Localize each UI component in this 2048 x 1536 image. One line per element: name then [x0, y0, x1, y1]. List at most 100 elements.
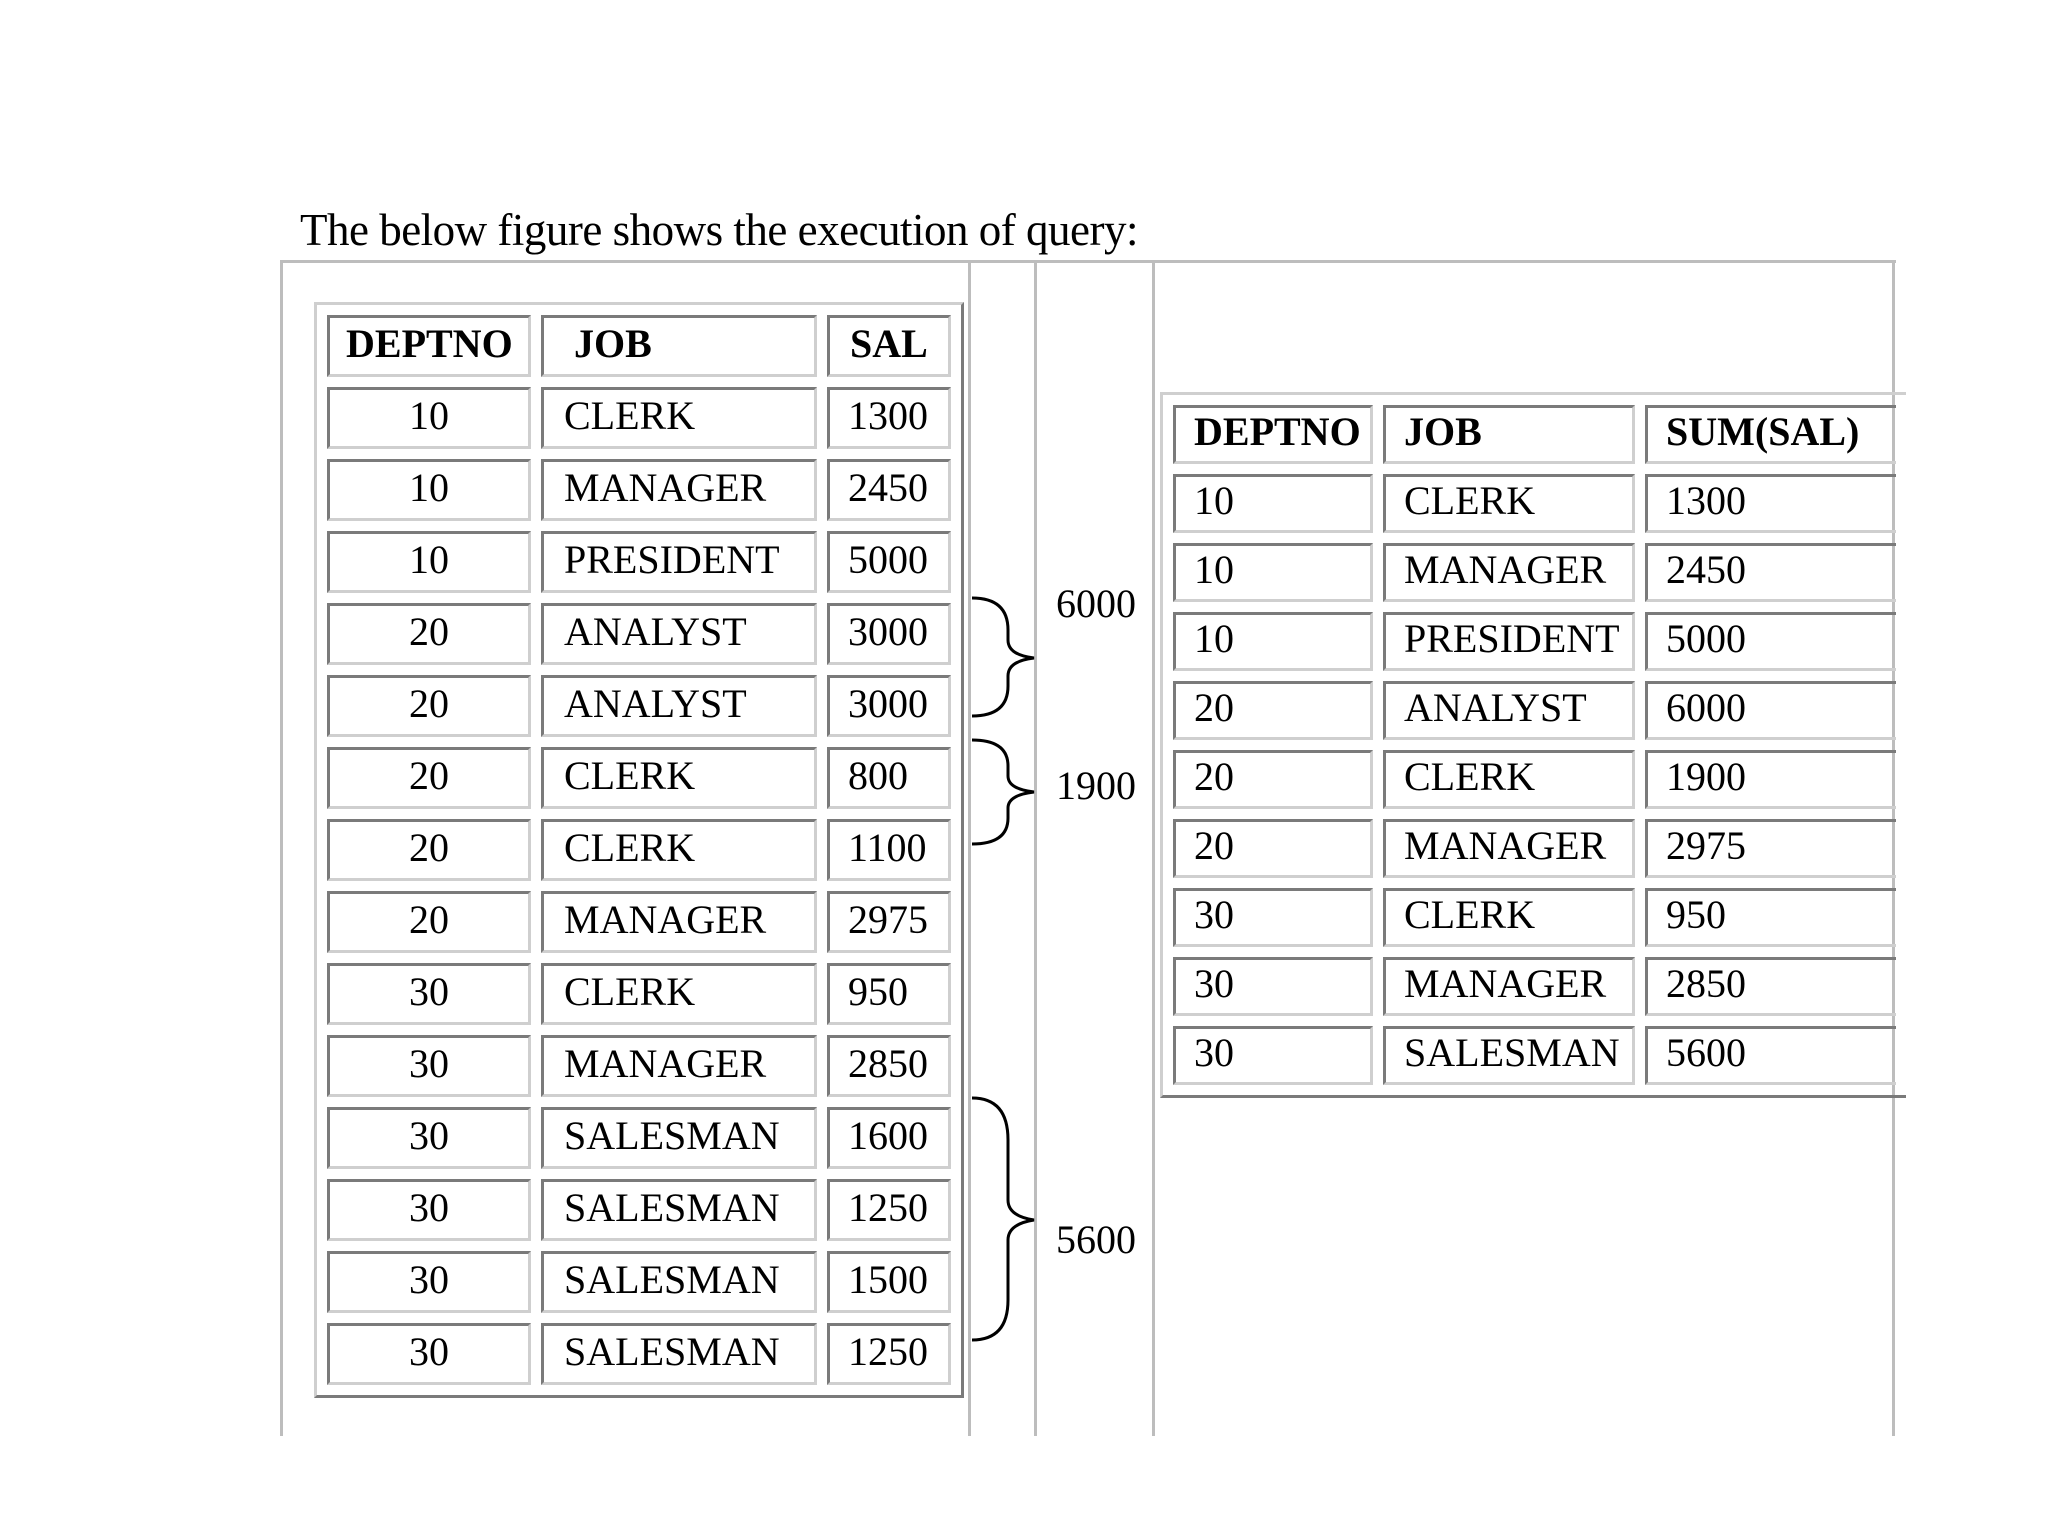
result-table-row-job-cell: SALESMAN: [1383, 1026, 1635, 1085]
source-table-row-deptno-cell: 30: [327, 1107, 531, 1169]
result-table-row-job-cell: ANALYST: [1383, 681, 1635, 740]
source-table-row-deptno-cell: 30: [327, 1179, 531, 1241]
result-table-row-value-cell: 2850: [1645, 957, 1896, 1016]
result-table-row-job-cell: MANAGER: [1383, 819, 1635, 878]
result-table-row-job-cell: MANAGER: [1383, 543, 1635, 602]
frame-right-line: [1892, 260, 1895, 1436]
result-table-row-deptno-cell: 30: [1173, 957, 1373, 1016]
source-table-row-deptno-cell: 20: [327, 891, 531, 953]
result-table-row-value-cell: 5000: [1645, 612, 1896, 671]
source-table-row-job-cell: SALESMAN: [541, 1179, 817, 1241]
annotation-sum-analyst: 6000: [1056, 581, 1136, 626]
source-table-row-deptno-cell: 20: [327, 819, 531, 881]
source-table-row-job-cell: ANALYST: [541, 675, 817, 737]
source-table-row-deptno-cell: 10: [327, 459, 531, 521]
result-table-row-deptno-cell: 20: [1173, 819, 1373, 878]
source-table-row-job-cell: MANAGER: [541, 1035, 817, 1097]
result-table-header-row: DEPTNO JOB SUM(SAL): [1173, 405, 1896, 464]
brace-salesman-group: [971, 1096, 1035, 1342]
source-table-row-job-cell: MANAGER: [541, 891, 817, 953]
source-table-row-job-cell: CLERK: [541, 387, 817, 449]
source-table-row-job-cell: CLERK: [541, 963, 817, 1025]
annotation-sum-salesman: 5600: [1056, 1217, 1136, 1262]
result-header-job: JOB: [1383, 405, 1635, 464]
result-table-row-value-cell: 2450: [1645, 543, 1896, 602]
result-table-row-value-cell: 950: [1645, 888, 1896, 947]
result-table-row-job-cell: CLERK: [1383, 750, 1635, 809]
source-header-job: JOB: [541, 315, 817, 377]
source-table-row-deptno-cell: 30: [327, 963, 531, 1025]
source-table-row-value-cell: 3000: [827, 675, 951, 737]
frame-top-line: [280, 260, 1896, 263]
source-table-row-job-cell: SALESMAN: [541, 1107, 817, 1169]
result-header-deptno: DEPTNO: [1173, 405, 1373, 464]
source-table-row-value-cell: 1300: [827, 387, 951, 449]
result-table-row-deptno-cell: 30: [1173, 1026, 1373, 1085]
result-table-row-deptno-cell: 20: [1173, 750, 1373, 809]
source-table-row-job-cell: SALESMAN: [541, 1251, 817, 1313]
source-table-header-row: DEPTNO JOB SAL: [327, 315, 951, 377]
source-table-row-deptno-cell: 20: [327, 747, 531, 809]
source-table-row-deptno-cell: 10: [327, 531, 531, 593]
source-table-row-value-cell: 800: [827, 747, 951, 809]
figure-caption: The below figure shows the execution of …: [300, 205, 1139, 255]
source-table-row-deptno-cell: 10: [327, 387, 531, 449]
source-table-row-value-cell: 1250: [827, 1323, 951, 1385]
result-table-row-deptno-cell: 30: [1173, 888, 1373, 947]
source-table-row-job-cell: CLERK: [541, 819, 817, 881]
source-table-row-value-cell: 2450: [827, 459, 951, 521]
result-table-row-job-cell: PRESIDENT: [1383, 612, 1635, 671]
source-table-row-value-cell: 3000: [827, 603, 951, 665]
source-table-row-value-cell: 950: [827, 963, 951, 1025]
source-table-row-deptno-cell: 30: [327, 1035, 531, 1097]
source-table-row-job-cell: CLERK: [541, 747, 817, 809]
result-table-row-deptno-cell: 10: [1173, 612, 1373, 671]
source-table-row-job-cell: ANALYST: [541, 603, 817, 665]
source-header-sal: SAL: [827, 315, 951, 377]
source-table-row-value-cell: 1100: [827, 819, 951, 881]
result-header-sum-sal: SUM(SAL): [1645, 405, 1896, 464]
source-table-row-job-cell: PRESIDENT: [541, 531, 817, 593]
source-table-row-value-cell: 5000: [827, 531, 951, 593]
source-table-row-deptno-cell: 20: [327, 675, 531, 737]
result-table-row-deptno-cell: 10: [1173, 474, 1373, 533]
result-table-row-value-cell: 1900: [1645, 750, 1896, 809]
annotation-sum-clerk: 1900: [1056, 763, 1136, 808]
source-header-deptno: DEPTNO: [327, 315, 531, 377]
source-table-row-job-cell: MANAGER: [541, 459, 817, 521]
result-table-row-value-cell: 5600: [1645, 1026, 1896, 1085]
source-table-row-value-cell: 1500: [827, 1251, 951, 1313]
result-table-row-value-cell: 2975: [1645, 819, 1896, 878]
brace-analyst-group: [971, 596, 1035, 718]
source-table-row-deptno-cell: 20: [327, 603, 531, 665]
source-table-row-deptno-cell: 30: [327, 1251, 531, 1313]
result-table-row-deptno-cell: 20: [1173, 681, 1373, 740]
frame-left-line: [280, 260, 283, 1436]
